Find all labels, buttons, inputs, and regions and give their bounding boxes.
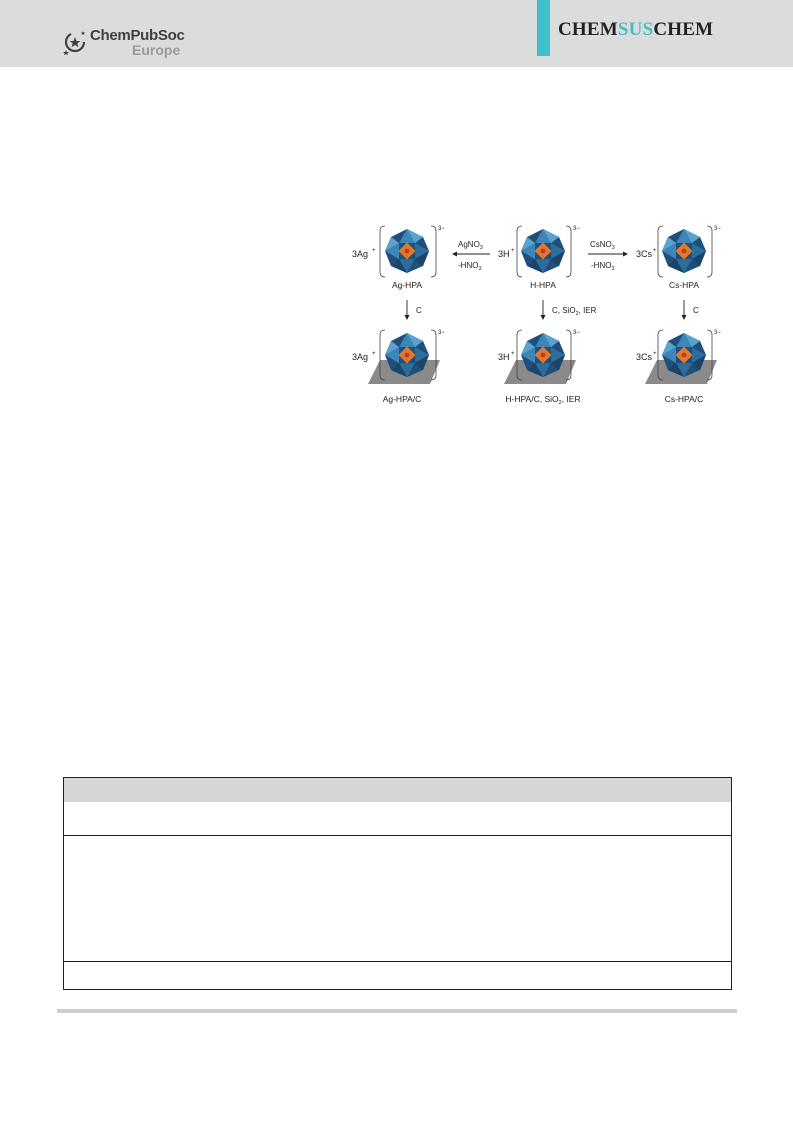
h-hpa-supported-species: 3H + 3− H-HPA/C, SiO2, IER [498,329,581,406]
cation-label: 3Ag [352,352,368,362]
support-arrow-middle: C, SiO2, IER [540,300,597,320]
right-bracket [430,225,437,278]
cation-label: 3Ag [352,249,368,259]
h-hpa-species: 3H + 3− H-HPA [498,225,580,290]
cation-label: 3Cs [636,249,653,259]
species-name: H-HPA [530,280,556,290]
arrow-byproduct-label: -HNO3 [458,261,482,272]
anion-charge: 3− [573,226,580,232]
anion-charge: 3− [438,226,445,232]
left-bracket [516,225,523,278]
cation-plus-sign: + [653,248,657,254]
carbon-support-arrow-left: C [404,300,422,320]
journal-header: ChemPubSoc Europe CHEMSUSCHEM [0,0,793,67]
polyoxometalate-cluster-icon [662,229,706,273]
cation-plus-sign: + [372,248,376,254]
species-name: Cs-HPA [669,280,699,290]
silver-exchange-arrow: AgNO3 -HNO3 [452,240,490,272]
publisher-name: ChemPubSoc [90,27,185,44]
journal-title-prefix: CHEM [558,19,618,40]
right-bracket [706,329,713,381]
cs-hpa-c-species: 3Cs + 3− Cs-HPA/C [636,329,721,404]
left-bracket [516,329,523,381]
arrow-reagent-label: CsNO3 [590,240,615,251]
carbon-support-arrow-right: C [681,300,699,320]
species-name: Ag-HPA/C [383,394,422,404]
table-rule [64,835,731,836]
ag-hpa-c-species: 3Ag + 3− Ag-HPA/C [352,329,445,404]
table-header-band [64,778,731,802]
left-bracket [379,225,386,278]
chempubsoc-stars-icon [63,31,86,56]
cation-plus-sign: + [653,351,657,357]
cation-label: 3H [498,249,510,259]
cs-hpa-species: 3Cs + 3− Cs-HPA [636,225,721,290]
polyoxometalate-cluster-icon [521,229,565,273]
journal-title-suffix: CHEM [653,19,714,40]
cation-plus-sign: + [511,248,515,254]
publisher-region: Europe [132,42,181,58]
table-frame [63,777,732,990]
cation-plus-sign: + [372,351,376,357]
cation-plus-sign: + [511,351,515,357]
journal-title-highlight: SUS [617,19,654,40]
right-bracket [430,329,437,381]
polyoxometalate-cluster-icon [385,229,429,273]
species-name: H-HPA/C, SiO2, IER [505,394,580,406]
footer-rule [57,1009,737,1013]
journal-title: CHEMSUSCHEM [558,19,713,41]
support-label: C, SiO2, IER [552,306,597,317]
left-bracket [657,225,664,278]
anion-charge: 3− [714,226,721,232]
anion-charge: 3− [714,330,721,336]
table-rule [64,961,731,962]
cation-label: 3H [498,352,510,362]
reaction-scheme: 3Ag + 3− Ag-HPA 3H + 3− H-HPA 3Cs + 3− C… [352,225,721,406]
support-label: C [693,306,699,315]
anion-charge: 3− [573,330,580,336]
arrow-byproduct-label: -HNO3 [591,261,615,272]
cesium-exchange-arrow: CsNO3 -HNO3 [588,240,628,272]
anion-charge: 3− [438,330,445,336]
right-bracket [706,225,713,278]
right-bracket [565,225,572,278]
species-name: Cs-HPA/C [665,394,704,404]
species-name: Ag-HPA [392,280,422,290]
support-label: C [416,306,422,315]
left-bracket [657,329,664,381]
cation-label: 3Cs [636,352,653,362]
left-bracket [379,329,386,381]
journal-accent-bar [537,0,550,56]
arrow-reagent-label: AgNO3 [458,240,483,251]
right-bracket [565,329,572,381]
ag-hpa-species: 3Ag + 3− Ag-HPA [352,225,445,290]
